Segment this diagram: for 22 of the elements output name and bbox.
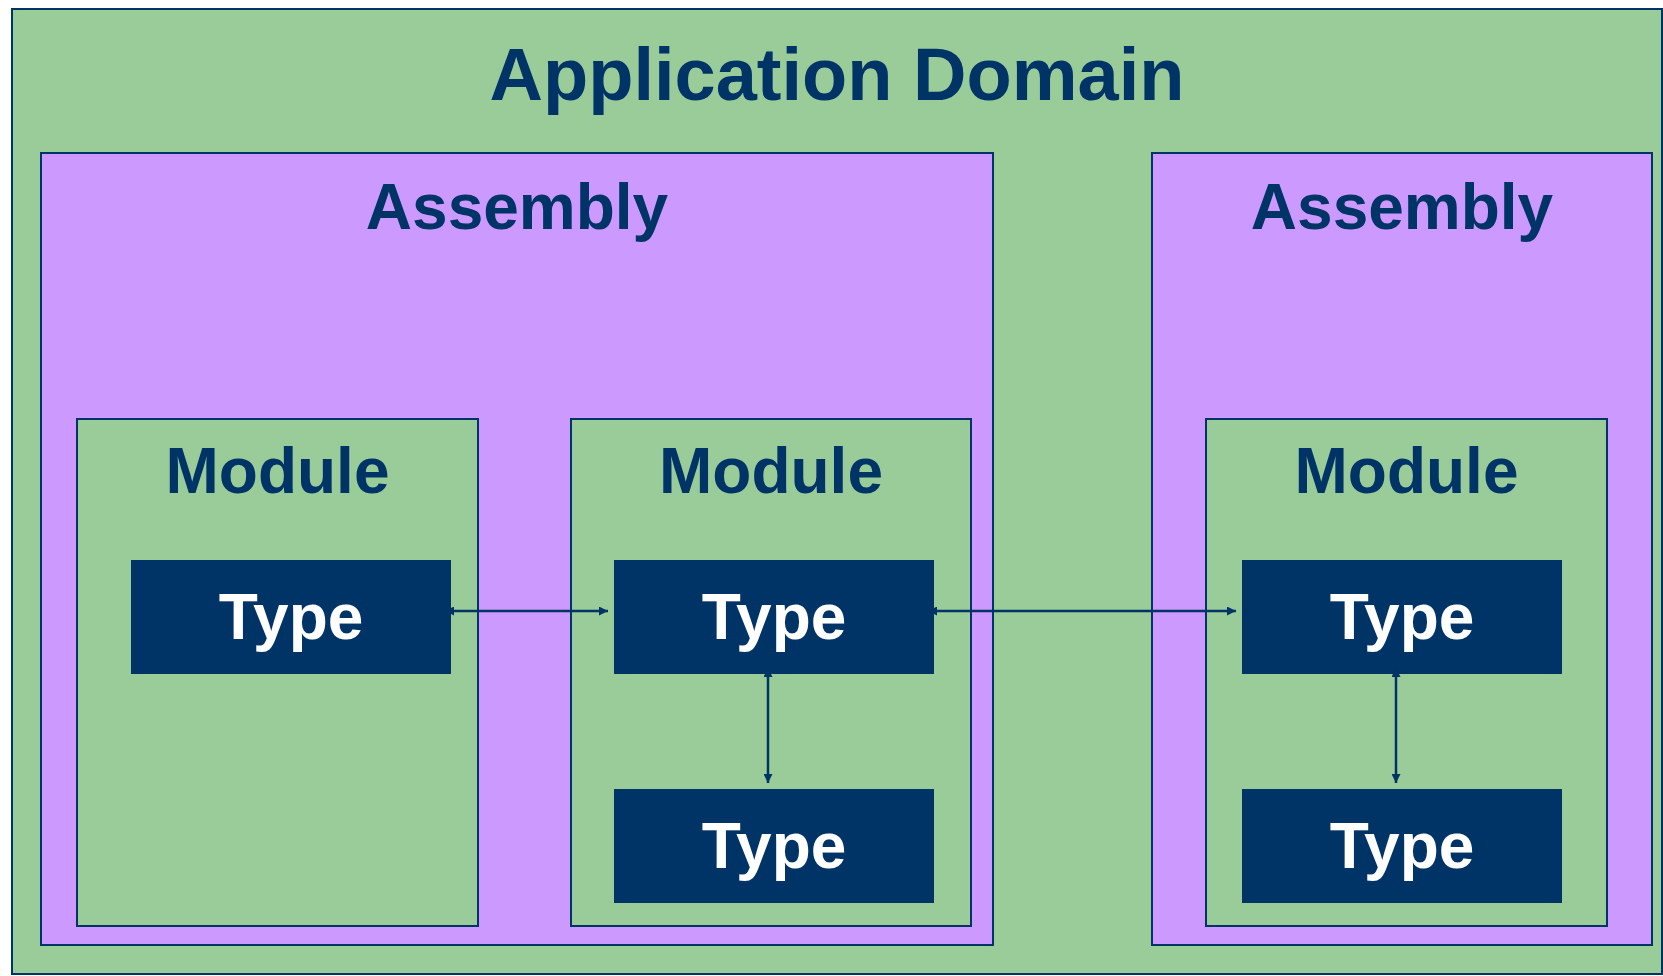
container-title: Module: [165, 436, 390, 507]
type-label: Type: [1329, 811, 1475, 882]
type-box: [614, 789, 934, 903]
assembly-container: [40, 152, 994, 946]
type-box: [614, 560, 934, 674]
container-title: Module: [1294, 436, 1519, 507]
container-title: Application Domain: [489, 34, 1185, 116]
container-title: Assembly: [1250, 172, 1554, 243]
module-container: [570, 418, 972, 927]
type-label: Type: [701, 811, 847, 882]
assembly-container: [1151, 152, 1653, 946]
container-title: Module: [659, 436, 883, 507]
container-title: Assembly: [365, 172, 669, 243]
type-box: [1242, 560, 1562, 674]
type-box: [131, 560, 451, 674]
type-label: Type: [1329, 582, 1475, 653]
type-label: Type: [701, 582, 847, 653]
type-label: Type: [218, 582, 364, 653]
module-container: [76, 418, 479, 927]
type-box: [1242, 789, 1562, 903]
domain-container: [11, 8, 1663, 975]
module-container: [1205, 418, 1608, 927]
